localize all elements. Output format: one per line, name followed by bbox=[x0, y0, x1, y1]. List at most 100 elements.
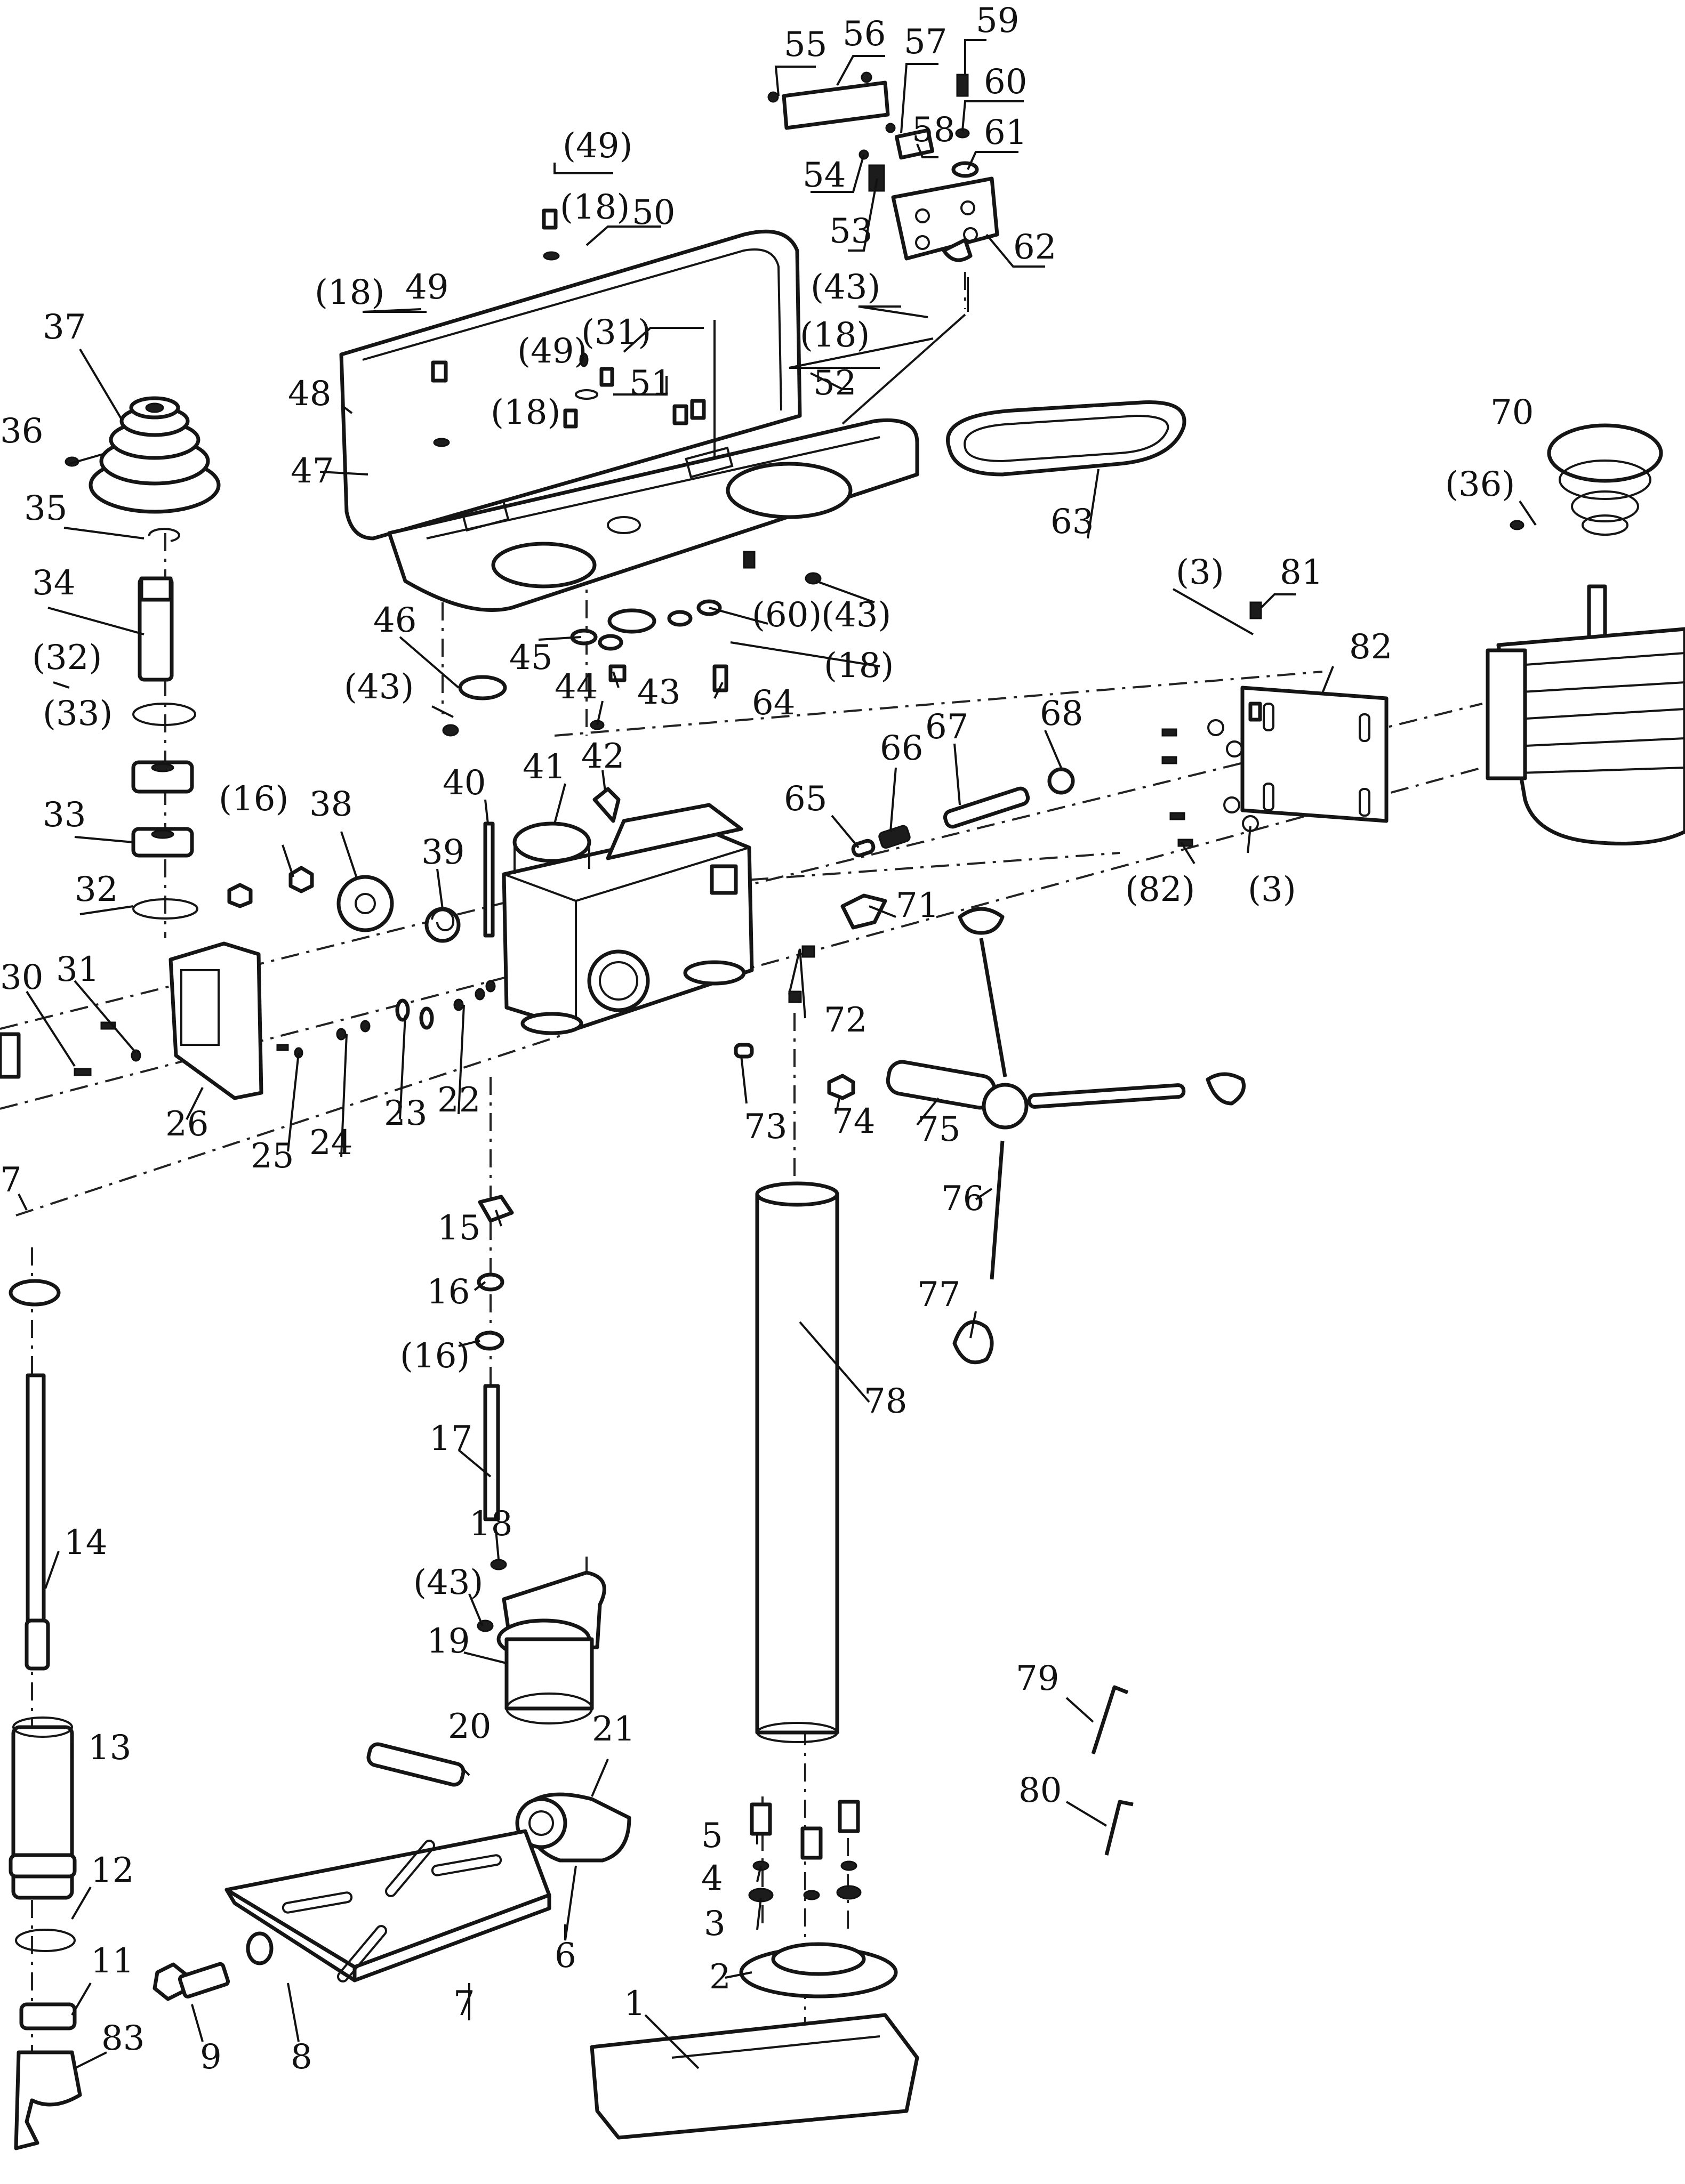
leader-lines bbox=[18, 39, 1537, 2069]
part-label: 46 bbox=[373, 601, 416, 640]
part-label: 6 bbox=[555, 1936, 576, 1976]
part-label: 21 bbox=[592, 1710, 635, 1749]
part-label: (3) bbox=[1248, 870, 1296, 909]
part-label: 38 bbox=[309, 785, 352, 824]
part-label: (31) bbox=[581, 313, 651, 352]
part-label: 80 bbox=[1018, 1771, 1062, 1810]
feed-spring-parts bbox=[227, 866, 461, 943]
part-label: 41 bbox=[523, 747, 566, 787]
part-label: (49) bbox=[517, 332, 587, 371]
part-label: 79 bbox=[1016, 1659, 1059, 1698]
part-label: 66 bbox=[880, 729, 923, 768]
part-label: 36 bbox=[0, 412, 43, 451]
hex-keys bbox=[1091, 1685, 1134, 1856]
part-label: (18) bbox=[315, 273, 384, 312]
part-label: 56 bbox=[842, 14, 886, 54]
part-label: 67 bbox=[925, 707, 968, 747]
part-label: 40 bbox=[443, 763, 486, 803]
feed-handles bbox=[886, 907, 1246, 1365]
part-label: 61 bbox=[984, 113, 1027, 152]
part-label: 51 bbox=[629, 364, 672, 403]
part-label: 35 bbox=[24, 489, 67, 528]
part-label: 49 bbox=[405, 268, 448, 307]
part-label: (43) bbox=[344, 667, 414, 707]
part-label: 26 bbox=[165, 1105, 208, 1144]
part-label: 22 bbox=[437, 1081, 480, 1120]
part-label: 1 bbox=[624, 1984, 646, 2024]
part-label: 25 bbox=[251, 1137, 294, 1176]
part-labels: 55 56 57 59 60 58 61 54 53 62 (49) (18) … bbox=[0, 1, 1534, 2077]
head-casting bbox=[483, 787, 754, 1035]
part-label: 58 bbox=[912, 110, 955, 150]
motor-plate bbox=[1161, 601, 1389, 847]
part-label: 9 bbox=[200, 2037, 222, 2077]
part-label: 4 bbox=[701, 1859, 723, 1898]
part-label: 5 bbox=[701, 1816, 723, 1856]
adjust-screw bbox=[734, 767, 1075, 1100]
table-bracket bbox=[366, 1195, 631, 1863]
part-label: 72 bbox=[824, 1001, 867, 1040]
part-label: 30 bbox=[0, 958, 43, 997]
part-label: 44 bbox=[555, 667, 598, 707]
part-label: 50 bbox=[632, 193, 675, 232]
part-label: 68 bbox=[1040, 694, 1083, 734]
part-label: (43) bbox=[413, 1563, 483, 1602]
part-label: 74 bbox=[832, 1102, 875, 1141]
part-label: (60) bbox=[752, 595, 822, 635]
part-label: 37 bbox=[43, 308, 86, 347]
part-label: 62 bbox=[1013, 228, 1056, 267]
part-label: 77 bbox=[917, 1275, 960, 1315]
quill-spindle bbox=[9, 1279, 82, 2150]
part-label: 75 bbox=[917, 1110, 960, 1149]
motor-pulley bbox=[1510, 423, 1663, 536]
part-label: 48 bbox=[288, 374, 331, 414]
part-label: (18) bbox=[491, 393, 560, 432]
part-label: 52 bbox=[813, 364, 856, 403]
part-label: (32) bbox=[32, 638, 102, 678]
part-label: 17 bbox=[429, 1419, 472, 1458]
part-label: 45 bbox=[509, 638, 552, 678]
part-label: 12 bbox=[91, 1851, 134, 1890]
part-label: 57 bbox=[904, 22, 947, 62]
part-label: 33 bbox=[43, 795, 86, 835]
part-label: 78 bbox=[864, 1382, 907, 1421]
part-label: 34 bbox=[32, 563, 75, 603]
part-label: 82 bbox=[1349, 627, 1392, 667]
part-label: 2 bbox=[709, 1957, 731, 1997]
part-label: (49) bbox=[563, 126, 632, 166]
spindle-pulley-stack bbox=[65, 396, 221, 920]
part-label: 59 bbox=[976, 1, 1019, 41]
part-label: 81 bbox=[1280, 553, 1323, 592]
part-label: 24 bbox=[309, 1123, 352, 1163]
part-label: 23 bbox=[384, 1094, 427, 1133]
part-label: (16) bbox=[219, 779, 288, 819]
part-label: (18) bbox=[800, 316, 870, 355]
part-label: 65 bbox=[784, 779, 827, 819]
column bbox=[755, 1181, 839, 1743]
base bbox=[590, 1800, 919, 2140]
part-label: 63 bbox=[1050, 502, 1094, 542]
part-label: 43 bbox=[637, 673, 680, 712]
part-label: 11 bbox=[91, 1941, 134, 1981]
part-label: 83 bbox=[101, 2019, 145, 2058]
part-label: 3 bbox=[704, 1904, 726, 1944]
part-label: 7 bbox=[0, 1160, 22, 1200]
part-label: 8 bbox=[291, 2037, 312, 2077]
cover-fasteners bbox=[431, 208, 706, 447]
part-label: 42 bbox=[581, 737, 624, 776]
part-label: (18) bbox=[560, 188, 630, 227]
part-label: (43) bbox=[811, 268, 880, 307]
belt bbox=[946, 400, 1186, 477]
part-label: 15 bbox=[437, 1208, 480, 1248]
part-label: 71 bbox=[896, 886, 939, 925]
switch-assembly bbox=[767, 71, 999, 425]
part-label: 76 bbox=[941, 1179, 984, 1219]
part-label: 70 bbox=[1490, 393, 1534, 432]
part-label: 32 bbox=[75, 870, 118, 909]
centre-lines bbox=[0, 272, 1483, 2090]
part-label: 60 bbox=[984, 62, 1027, 102]
belt-cover bbox=[339, 229, 919, 612]
part-label: 73 bbox=[744, 1107, 787, 1147]
part-label: (43) bbox=[821, 595, 891, 635]
